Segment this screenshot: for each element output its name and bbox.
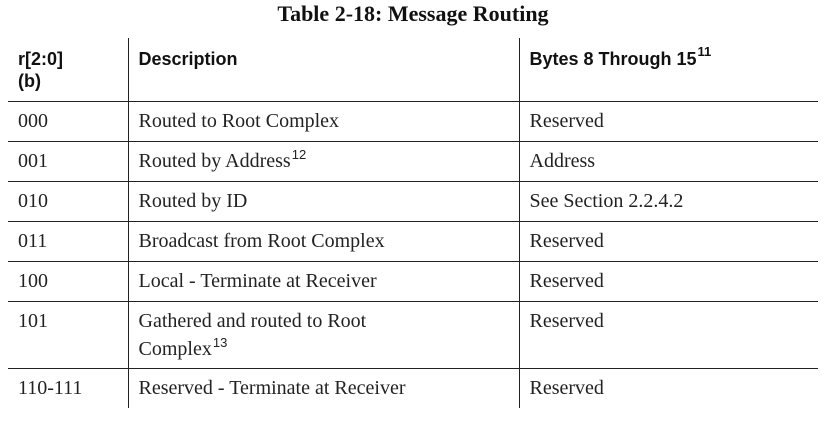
bytes-value: Reserved xyxy=(529,269,604,292)
description-cell: Broadcast from Root Complex xyxy=(127,220,520,262)
description-value: Routed to Root Complex xyxy=(138,109,340,132)
code-value: 101 xyxy=(18,309,48,332)
bytes-value: Address xyxy=(529,149,596,172)
table-row: 001 Routed by Address12 Address xyxy=(8,140,818,182)
table-row: 101 Gathered and routed to Root Complex1… xyxy=(8,300,818,369)
bytes-cell: Reserved xyxy=(518,220,818,262)
code-value: 011 xyxy=(18,229,48,252)
description-cell: Routed by ID xyxy=(127,180,520,222)
bytes-value: Reserved xyxy=(529,309,604,332)
description-cell: Routed by Address12 xyxy=(127,140,520,182)
description-value-line1: Gathered and routed to Root xyxy=(138,309,367,332)
code-cell: 001 xyxy=(8,140,129,182)
bytes-cell: Reserved xyxy=(518,367,818,408)
bytes-cell: Reserved xyxy=(518,100,818,142)
description-value: Reserved - Terminate at Receiver xyxy=(138,376,406,399)
footnote-marker: 11 xyxy=(697,44,712,59)
description-cell: Gathered and routed to Root Complex13 xyxy=(127,300,520,369)
bytes-value: Reserved xyxy=(529,376,604,399)
description-cell: Routed to Root Complex xyxy=(127,100,520,142)
description-value: Routed by Address xyxy=(138,149,291,172)
table-row: 010 Routed by ID See Section 2.2.4.2 xyxy=(8,180,818,222)
header-cell-code: r[2:0] (b) xyxy=(8,38,129,102)
code-value: 000 xyxy=(18,109,48,132)
code-value: 001 xyxy=(18,149,48,172)
bytes-cell: See Section 2.2.4.2 xyxy=(518,180,818,222)
description-value: Broadcast from Root Complex xyxy=(138,229,385,252)
description-value: Local - Terminate at Receiver xyxy=(138,269,377,292)
description-cell: Local - Terminate at Receiver xyxy=(127,260,520,302)
bytes-value: Reserved xyxy=(529,109,604,132)
code-cell: 000 xyxy=(8,100,129,142)
table-row: 100 Local - Terminate at Receiver Reserv… xyxy=(8,260,818,302)
message-routing-table: r[2:0] (b) Description Bytes 8 Through 1… xyxy=(8,38,818,408)
header-code-line2: (b) xyxy=(18,71,41,91)
table-header-row: r[2:0] (b) Description Bytes 8 Through 1… xyxy=(8,38,818,102)
table-row: 110-111 Reserved - Terminate at Receiver… xyxy=(8,367,818,408)
code-value: 110-111 xyxy=(18,376,83,399)
footnote-marker: 12 xyxy=(291,146,307,162)
header-description-label: Description xyxy=(138,49,238,69)
header-cell-bytes: Bytes 8 Through 1511 xyxy=(518,38,818,102)
code-value: 010 xyxy=(18,189,48,212)
table-caption: Table 2-18: Message Routing xyxy=(277,1,549,26)
code-cell: 100 xyxy=(8,260,129,302)
code-value: 100 xyxy=(18,269,48,292)
header-cell-description: Description xyxy=(127,38,520,102)
code-cell: 110-111 xyxy=(8,367,129,408)
header-code-line1: r[2:0] xyxy=(18,49,64,69)
bytes-cell: Address xyxy=(518,140,818,182)
description-value-line2: Complex xyxy=(138,337,212,360)
bytes-value: Reserved xyxy=(529,229,604,252)
description-value: Routed by ID xyxy=(138,189,248,212)
table-row: 000 Routed to Root Complex Reserved xyxy=(8,100,818,142)
code-cell: 010 xyxy=(8,180,129,222)
header-bytes-label: Bytes 8 Through 15 xyxy=(529,49,697,69)
footnote-marker: 13 xyxy=(212,334,228,350)
code-cell: 101 xyxy=(8,300,129,369)
code-cell: 011 xyxy=(8,220,129,262)
bytes-value: See Section 2.2.4.2 xyxy=(529,189,684,212)
description-cell: Reserved - Terminate at Receiver xyxy=(127,367,520,408)
table-row: 011 Broadcast from Root Complex Reserved xyxy=(8,220,818,262)
bytes-cell: Reserved xyxy=(518,300,818,369)
bytes-cell: Reserved xyxy=(518,260,818,302)
